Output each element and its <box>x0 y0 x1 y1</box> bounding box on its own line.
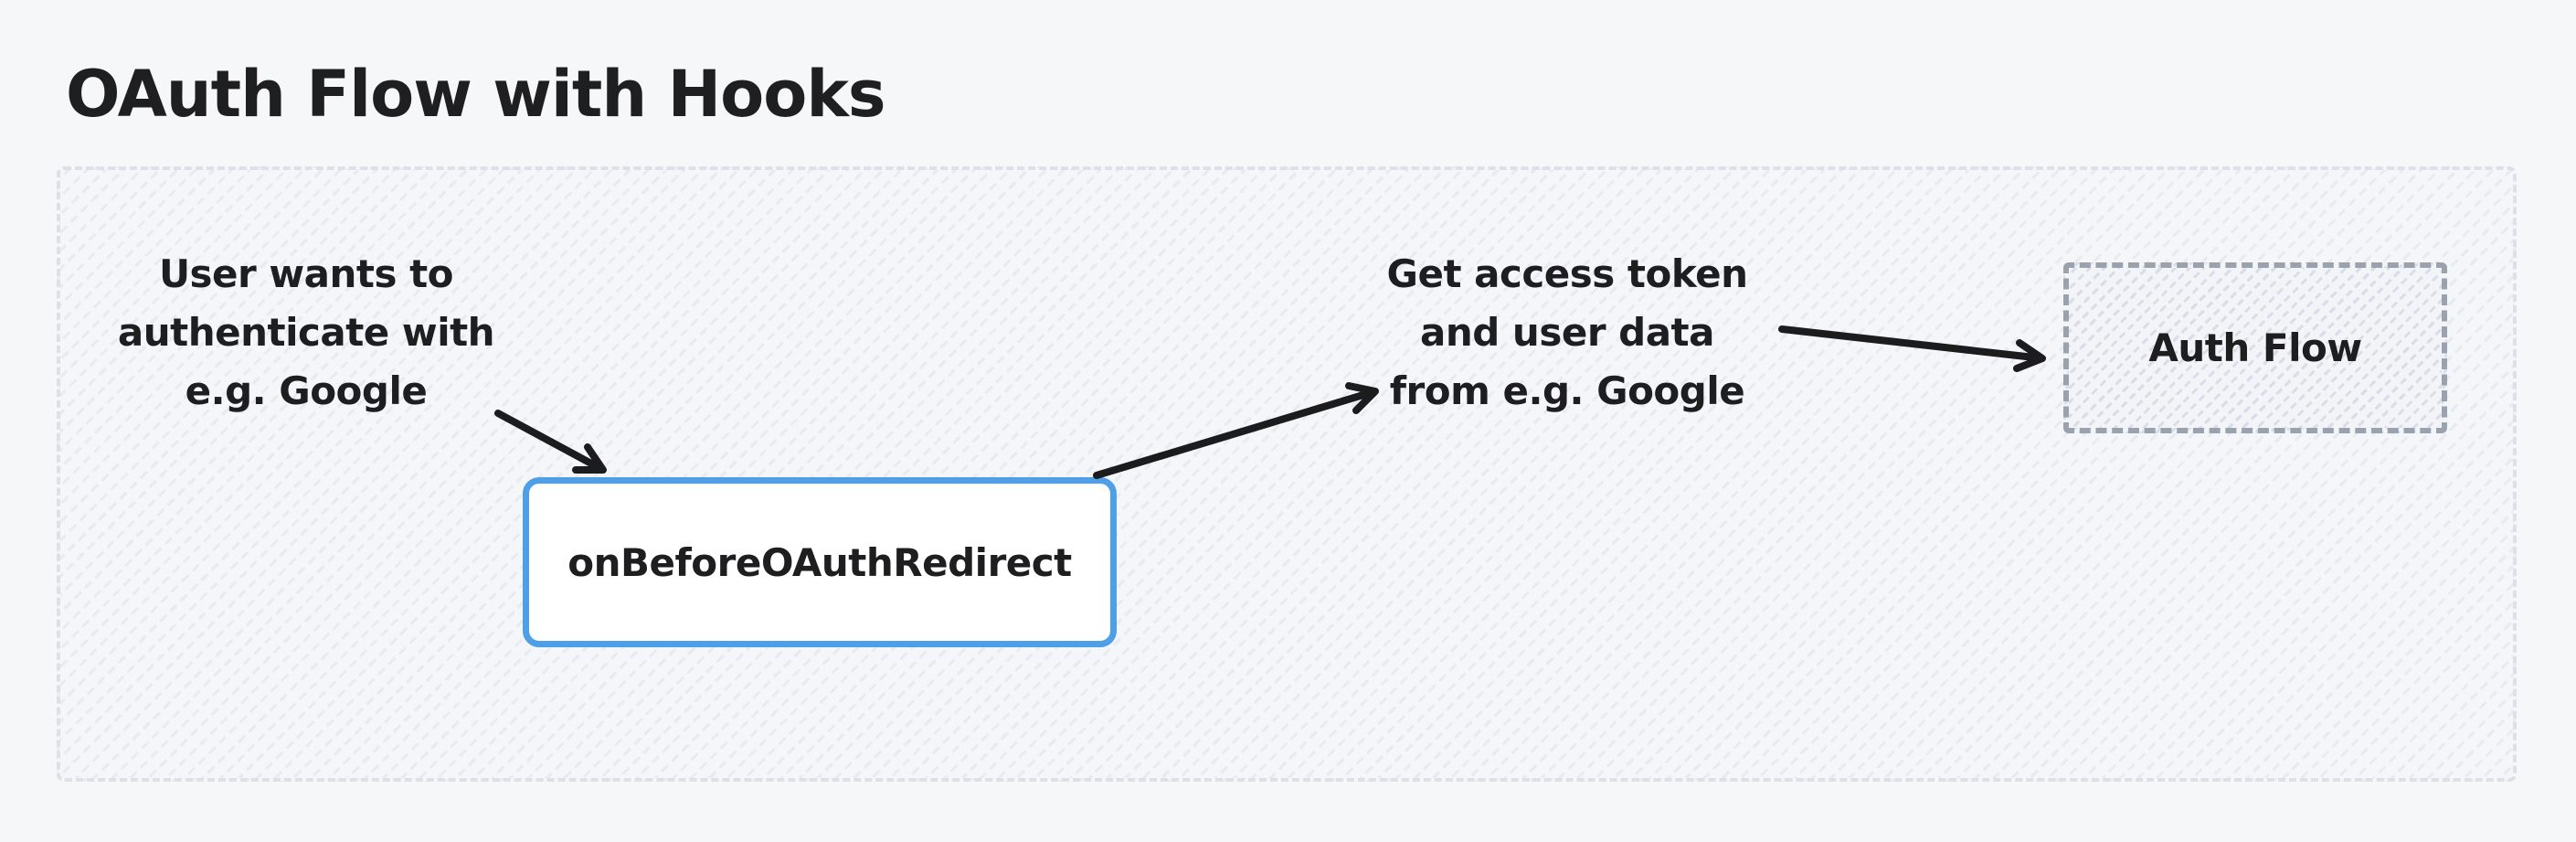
note-line: from e.g. Google <box>1389 368 1745 413</box>
note-user-intent: User wants to authenticate with e.g. Goo… <box>78 245 535 421</box>
node-onbeforeoauthredirect: onBeforeOAuthRedirect <box>523 477 1117 647</box>
node-auth-flow: Auth Flow <box>2063 262 2447 433</box>
note-line: User wants to <box>158 251 454 296</box>
node-label: Auth Flow <box>2148 325 2362 370</box>
node-label: onBeforeOAuthRedirect <box>567 539 1072 585</box>
page-title: OAuth Flow with Hooks <box>66 57 886 132</box>
note-line: Get access token <box>1386 251 1748 296</box>
note-line: e.g. Google <box>185 368 428 413</box>
note-line: and user data <box>1420 310 1714 355</box>
note-line: authenticate with <box>117 310 495 355</box>
note-get-token: Get access token and user data from e.g.… <box>1339 245 1796 421</box>
